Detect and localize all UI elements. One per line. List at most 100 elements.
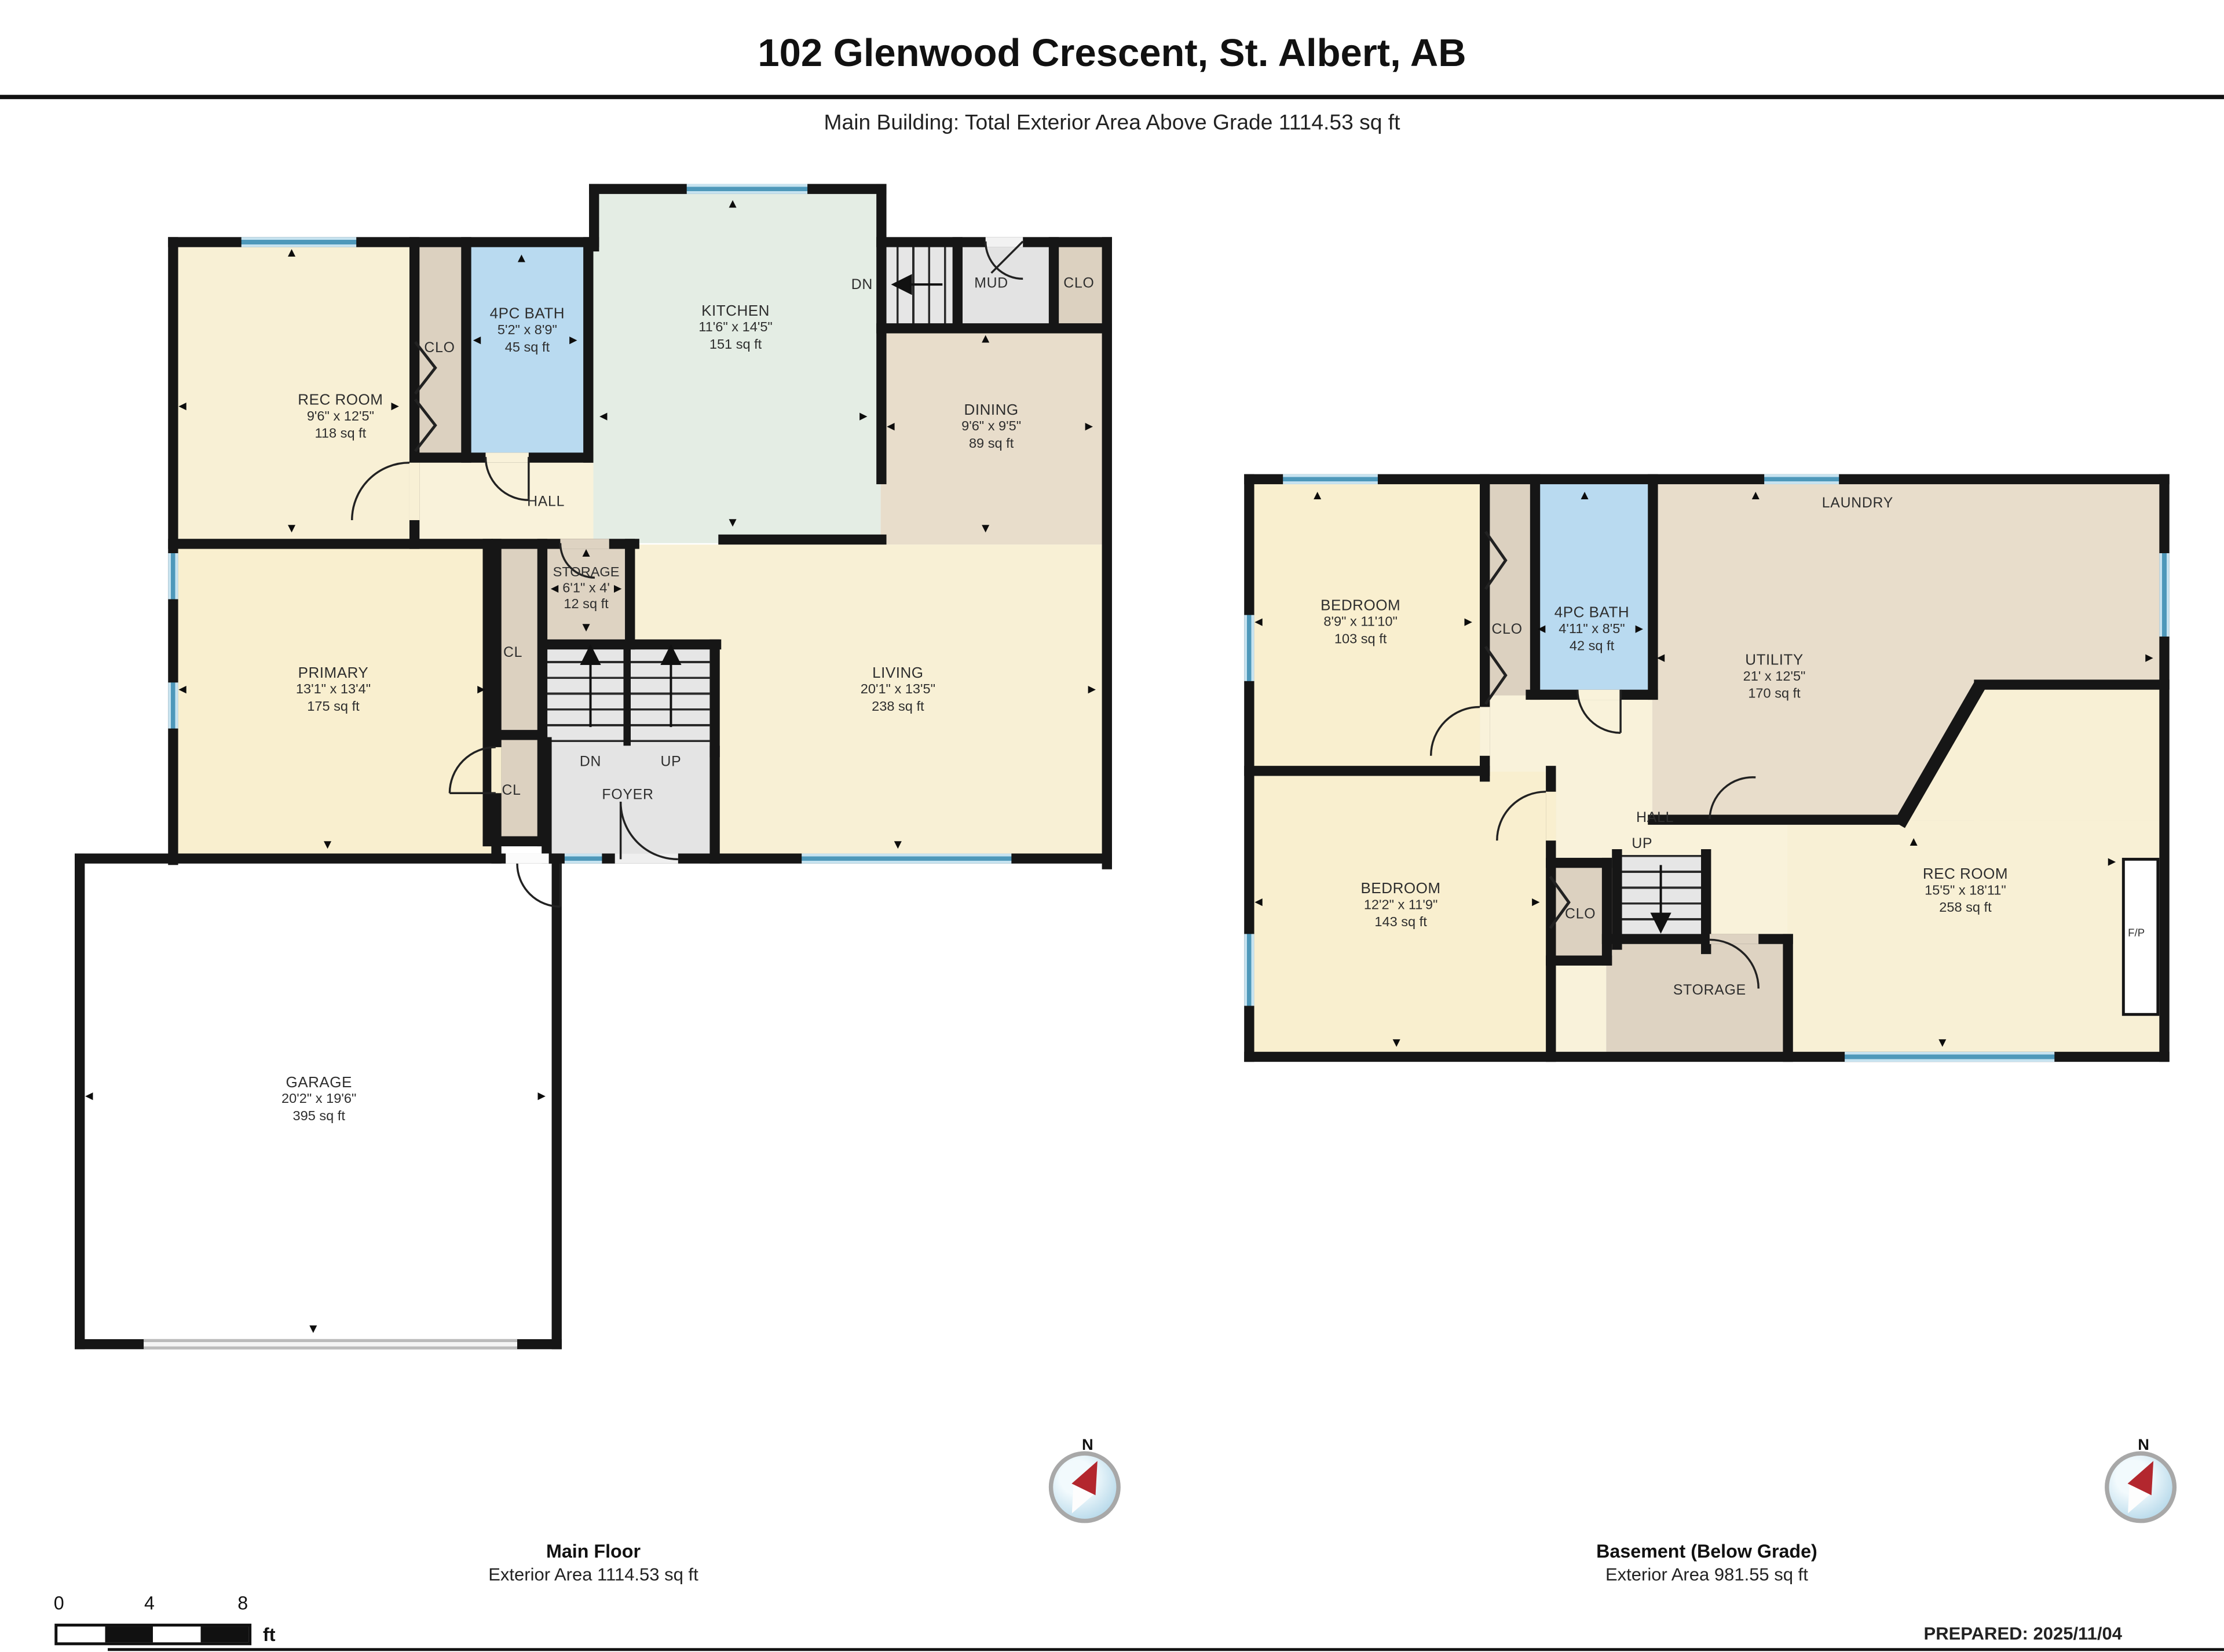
dim-arrow-icon: ► <box>1085 682 1099 696</box>
main-primary <box>172 544 496 860</box>
dim-arrow-icon: ◄ <box>1654 650 1667 665</box>
dim-arrow-icon: ▲ <box>726 196 740 211</box>
bsmt-rec-b <box>1974 685 2164 821</box>
scale-tick-4: 4 <box>144 1592 155 1614</box>
fireplace <box>2121 857 2160 1016</box>
dim-arrow-icon: ▼ <box>1390 1035 1403 1050</box>
dim-arrow-icon: ▼ <box>306 1321 320 1336</box>
scale-tick-8: 8 <box>237 1592 248 1614</box>
basement-caption: Basement (Below Grade) <box>1596 1540 1817 1562</box>
page-subtitle: Main Building: Total Exterior Area Above… <box>824 111 1400 136</box>
garage-door <box>144 1339 518 1350</box>
window <box>1764 474 1839 484</box>
dim-arrow-icon: ► <box>1529 894 1542 909</box>
main-garage <box>79 859 561 1344</box>
dim-arrow-icon: ▼ <box>580 620 593 635</box>
dim-arrow-icon: ▼ <box>1936 1035 1949 1050</box>
main-floor-area: Exterior Area 1114.53 sq ft <box>488 1565 698 1585</box>
main-clo-mud <box>1053 241 1108 330</box>
compass-icon <box>1049 1451 1121 1523</box>
dim-arrow-icon: ▲ <box>515 250 528 265</box>
dim-arrow-icon: ◄ <box>548 581 561 596</box>
compass-n-label: N <box>1081 1437 1093 1454</box>
room-label-storage: STORAGE 6'1" x 4' 12 sq ft <box>553 565 620 613</box>
room-label-mud: MUD <box>974 276 1008 292</box>
scale-bar <box>54 1624 252 1646</box>
compass-icon <box>2105 1451 2177 1523</box>
dim-arrow-icon: ▲ <box>285 244 298 260</box>
bsmt-bath <box>1534 478 1652 696</box>
dim-arrow-icon: ◄ <box>884 419 898 433</box>
dim-arrow-icon: ▲ <box>580 545 593 560</box>
window <box>241 237 357 247</box>
dim-arrow-icon: ► <box>2142 650 2156 665</box>
dim-arrow-icon: ▼ <box>285 521 298 536</box>
main-kitchen <box>593 188 881 543</box>
room-label-bup: UP <box>1632 836 1653 853</box>
dim-arrow-icon: ◄ <box>1252 894 1265 909</box>
room-label-clo-mud: CLO <box>1063 276 1095 292</box>
dim-arrow-icon: ► <box>2105 854 2119 869</box>
window <box>1244 615 1254 681</box>
dim-arrow-icon: ► <box>566 332 580 348</box>
dim-arrow-icon: ► <box>389 399 402 414</box>
compass-n-label: N <box>2138 1437 2149 1454</box>
room-label-bedroom1: BEDROOM 8'9" x 11'10" 103 sq ft <box>1321 597 1401 647</box>
window <box>564 853 602 864</box>
room-label-hall: HALL <box>527 494 565 510</box>
room-label-living: LIVING 20'1" x 13'5" 238 sq ft <box>860 664 936 715</box>
room-label-brec: REC ROOM 15'5" x 18'11" 258 sq ft <box>1922 865 2009 916</box>
window <box>686 184 808 194</box>
main-hall <box>414 456 594 545</box>
prepared-date: PREPARED: 2025/11/04 <box>1923 1624 2122 1644</box>
window <box>1845 1051 2055 1062</box>
dim-arrow-icon: ◄ <box>1252 614 1265 629</box>
room-label-kitchen: KITCHEN 11'6" x 14'5" 151 sq ft <box>698 302 773 353</box>
room-label-bedroom2: BEDROOM 12'2" x 11'9" 143 sq ft <box>1360 880 1441 930</box>
dim-arrow-icon: ◄ <box>1535 621 1548 636</box>
room-label-bbath: 4PC BATH 4'11" x 8'5" 42 sq ft <box>1554 604 1630 655</box>
window <box>2159 553 2170 637</box>
room-label-cl-upper: CL <box>503 645 523 661</box>
room-label-bclo2: CLO <box>1565 907 1596 923</box>
window <box>1283 474 1378 484</box>
dim-arrow-icon: ▲ <box>979 331 992 346</box>
basement-area: Exterior Area 981.55 sq ft <box>1605 1565 1808 1585</box>
dim-arrow-icon: ▲ <box>1749 488 1762 502</box>
scale-tick-0: 0 <box>53 1592 64 1614</box>
dim-arrow-icon: ▼ <box>726 515 740 530</box>
room-label-up: UP <box>660 754 682 770</box>
room-label-rec: REC ROOM 9'6" x 12'5" 118 sq ft <box>298 392 383 442</box>
main-dn-stairs <box>880 241 959 330</box>
dim-arrow-icon: ► <box>474 682 488 696</box>
bsmt-col-top <box>1556 772 1607 862</box>
dim-arrow-icon: ► <box>1082 419 1096 433</box>
dim-arrow-icon: ▲ <box>1907 834 1921 849</box>
room-label-laundry: LAUNDRY <box>1821 496 1894 512</box>
window <box>1244 934 1254 1006</box>
room-label-dining: DINING 9'6" x 9'5" 89 sq ft <box>961 401 1022 452</box>
dim-arrow-icon: ▼ <box>891 836 905 851</box>
window <box>802 853 1012 864</box>
page-title: 102 Glenwood Crescent, St. Albert, AB <box>758 31 1466 75</box>
dim-arrow-icon: ► <box>1462 614 1475 629</box>
bottom-border <box>108 1648 2224 1651</box>
room-label-bclo1: CLO <box>1491 622 1523 638</box>
bsmt-storage <box>1606 944 1787 1061</box>
dim-arrow-icon: ▲ <box>1311 488 1324 502</box>
room-label-bstorage: STORAGE <box>1673 982 1746 999</box>
dim-arrow-icon: ► <box>611 581 624 596</box>
dim-arrow-icon: ◄ <box>470 332 484 348</box>
bsmt-rec-a <box>1787 820 2164 1061</box>
dim-arrow-icon: ▼ <box>979 521 992 536</box>
room-label-bath: 4PC BATH 5'2" x 8'9" 45 sq ft <box>489 305 565 356</box>
dim-arrow-icon: ▼ <box>321 836 334 851</box>
room-label-foyer: FOYER <box>602 787 654 803</box>
bsmt-stairs <box>1616 854 1706 944</box>
window <box>168 682 178 729</box>
bsmt-col-bottom <box>1556 965 1607 1061</box>
room-label-bhall: HALL <box>1636 810 1674 827</box>
room-label-primary: PRIMARY 13'1" x 13'4" 175 sq ft <box>295 664 371 715</box>
